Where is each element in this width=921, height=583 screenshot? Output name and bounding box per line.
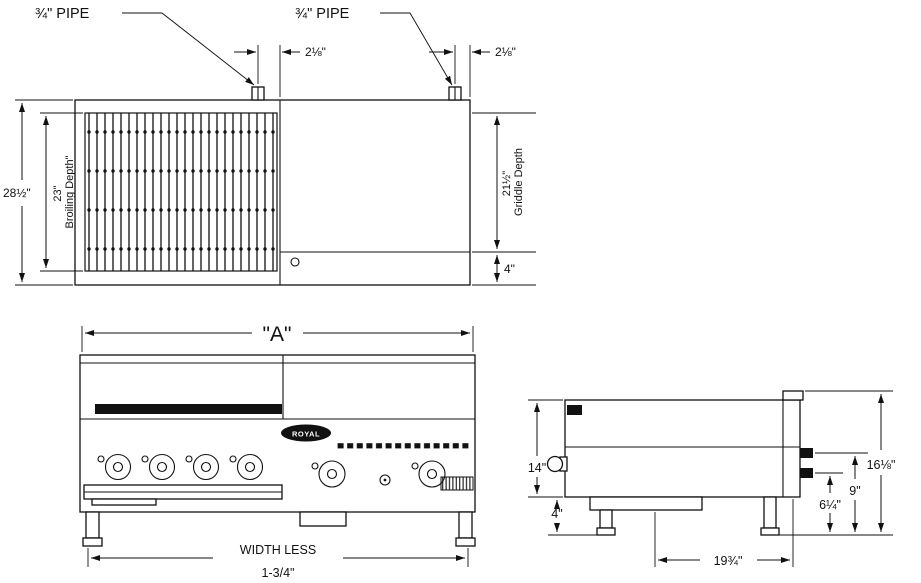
width-less-line2: 1-3/4" <box>262 566 295 580</box>
dim-width-a: "A" <box>81 323 474 352</box>
side-view: 14" 4" 16⅛" 9" 6¼" <box>528 390 896 568</box>
pipe-height-lower-value: 6¼" <box>819 498 841 512</box>
control-knob <box>311 460 346 488</box>
width-a-label: "A" <box>263 323 292 346</box>
spec-plate <box>440 476 474 491</box>
width-less-line1: WIDTH LESS <box>240 543 316 557</box>
svg-text:21½" Griddle Depth: 21½" Griddle Depth <box>501 148 525 216</box>
front-view: "A" ROYAL <box>79 323 476 580</box>
broiling-depth-label: Broiling Depth" <box>64 155 76 228</box>
dim-width-less: WIDTH LESS 1-3/4" <box>87 543 469 580</box>
dim-overall-depth: 28½" <box>3 99 73 286</box>
leg-side-rear <box>760 496 780 536</box>
dim-pipe-offset-left: 2⅛" <box>234 45 326 97</box>
dim-leg-height: 4" <box>548 500 597 536</box>
broiler-front-band <box>95 404 282 414</box>
broiling-depth-value: 23" <box>52 185 64 201</box>
dim-depth: 19¾" <box>654 499 794 568</box>
pipe-label-left: ¾" PIPE <box>35 6 90 22</box>
dim-pipe-height-lower: 6¼" <box>815 472 843 532</box>
gas-pipe-left <box>251 86 265 101</box>
grease-drawer <box>299 511 347 527</box>
dim-pipe-height-upper: 9" <box>815 452 868 532</box>
depth-value: 19¾" <box>714 554 743 568</box>
control-knob <box>141 453 176 481</box>
pipe-leader-left <box>122 12 255 86</box>
control-knob <box>411 460 446 488</box>
dim-front-edge: 4" <box>472 255 536 286</box>
pipe-offset-right-value: 2⅛" <box>495 45 516 59</box>
griddle-depth-value: 21½" <box>501 171 513 196</box>
grease-tray <box>83 484 283 506</box>
dim-overall-height: 16⅛" <box>779 390 896 536</box>
control-knob <box>185 453 220 481</box>
gas-pipe-right <box>448 86 462 101</box>
dim-griddle-depth: 21½" Griddle Depth <box>472 112 536 253</box>
dim-broiling-depth: 23" Broiling Depth" <box>40 112 83 272</box>
leg-side-front <box>596 509 616 536</box>
pilot-light <box>379 474 391 486</box>
body-height-value: 14" <box>528 461 546 475</box>
leg-front-left <box>82 511 103 547</box>
gas-connection-upper <box>800 448 813 458</box>
griddle-depth-label: Griddle Depth <box>513 148 525 216</box>
control-knob <box>97 453 132 481</box>
side-grease-tray <box>589 496 703 511</box>
brand-badge: ROYAL <box>281 424 331 442</box>
overall-height-value: 16⅛" <box>867 458 896 472</box>
brand-text: ROYAL <box>292 430 320 439</box>
leg-height-value: 4" <box>551 507 562 521</box>
control-knob <box>229 453 264 481</box>
vent-slots <box>336 442 470 450</box>
pipe-leader-right <box>380 12 453 86</box>
gas-connection-lower <box>800 468 813 478</box>
pipe-offset-left-value: 2⅛" <box>305 45 326 59</box>
front-edge-value: 4" <box>504 262 515 276</box>
top-view: ¾" PIPE ¾" PIPE 2⅛" 2⅛" 28½" <box>3 6 536 286</box>
dim-pipe-offset-right: 2⅛" <box>429 45 516 97</box>
flue-riser <box>782 390 804 401</box>
pipe-height-upper-value: 9" <box>849 484 860 498</box>
pipe-label-right: ¾" PIPE <box>295 6 350 22</box>
grease-drain-hole <box>290 257 300 267</box>
pilot-light-center <box>383 478 387 482</box>
side-knob <box>546 455 568 473</box>
leg-front-right <box>455 511 476 547</box>
overall-depth-value: 28½" <box>3 186 31 200</box>
svg-text:23" Broiling Depth": 23" Broiling Depth" <box>52 155 76 228</box>
dim-body-height: 14" <box>528 399 563 498</box>
side-grate-edge <box>567 405 582 415</box>
side-body <box>564 399 801 498</box>
broiler-grate <box>84 112 278 272</box>
